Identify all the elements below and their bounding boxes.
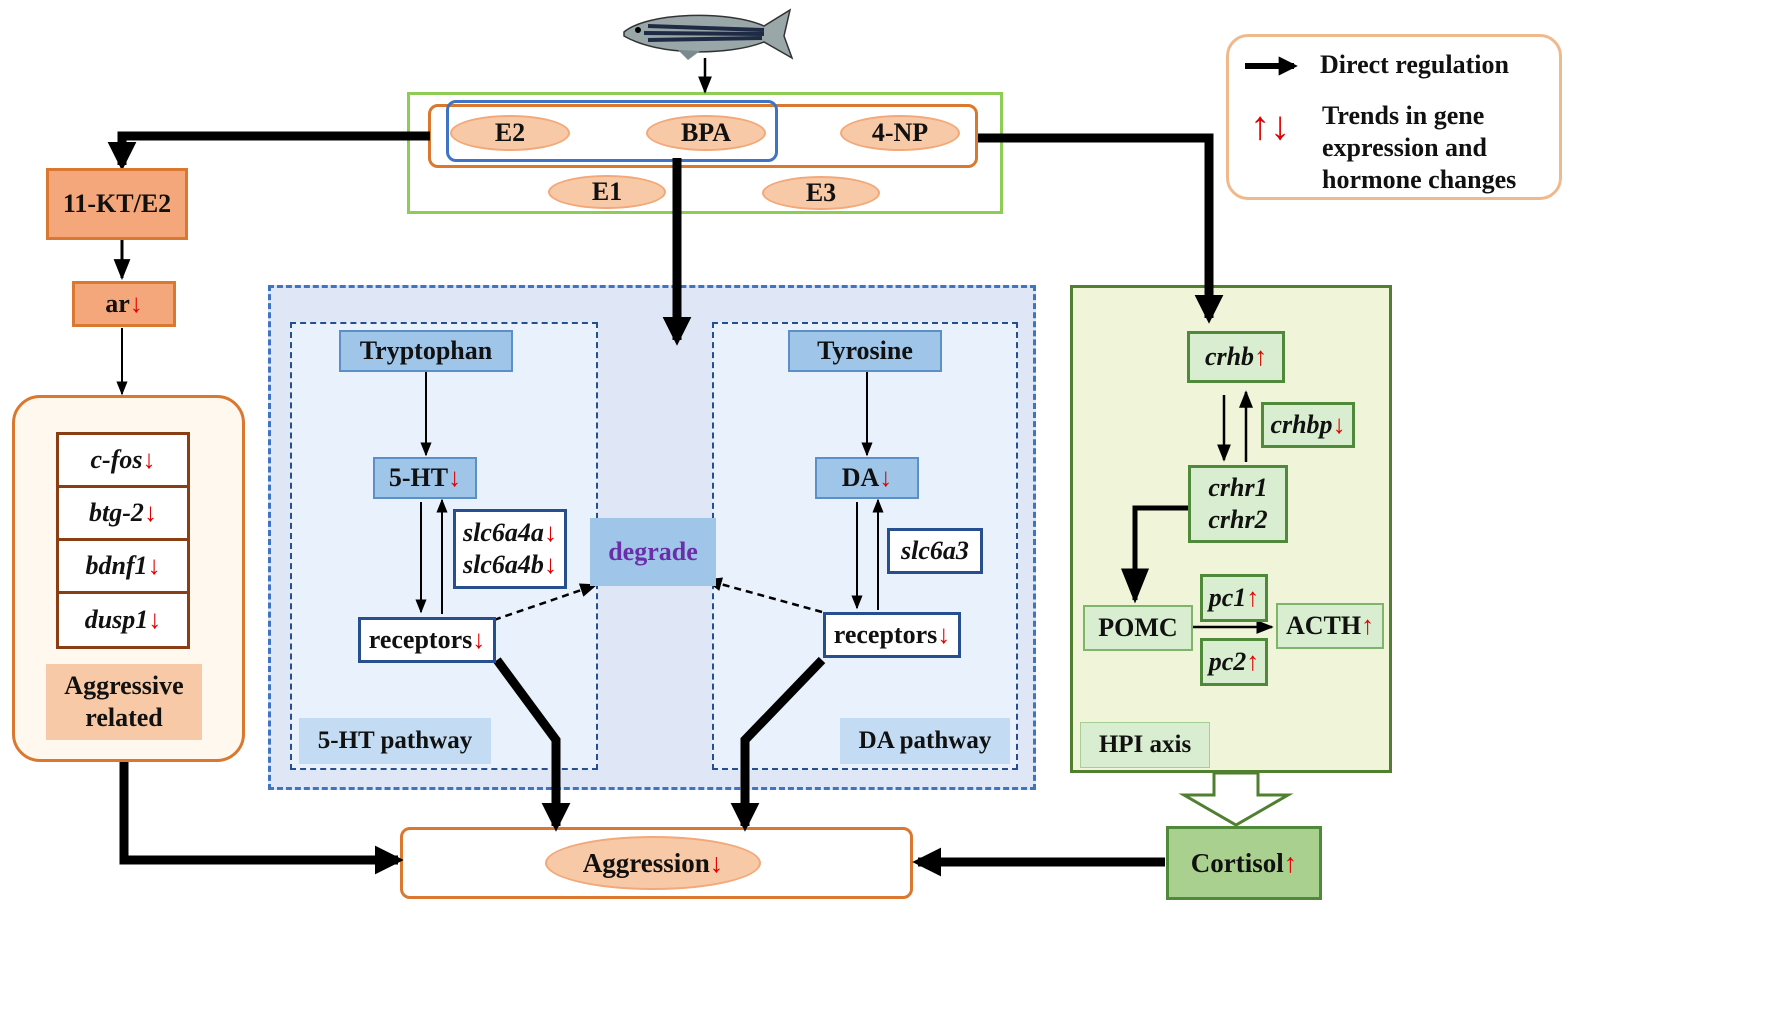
pc2-label: pc2 bbox=[1208, 647, 1247, 676]
aggressive-gene-list: c-fos ↓ btg-2 ↓ bdnf1 ↓ dusp1 ↓ bbox=[56, 432, 190, 649]
da-label: DA bbox=[841, 463, 880, 492]
5ht-label: 5-HT bbox=[388, 463, 449, 492]
ar-gene-box: ar ↓ bbox=[72, 281, 176, 327]
hormone-e1: E1 bbox=[548, 175, 666, 209]
hormone-4np: 4-NP bbox=[840, 115, 960, 151]
gene-c-fos: c-fos ↓ bbox=[56, 432, 190, 488]
gene-label: dusp1 bbox=[84, 605, 149, 634]
up-arrow-icon: ↑ bbox=[1246, 583, 1260, 612]
kt-e2-ratio-box: 11-KT/E2 bbox=[46, 168, 188, 240]
crhbp-box: crhbp ↓ bbox=[1261, 402, 1355, 448]
down-arrow-icon: ↓ bbox=[448, 463, 462, 492]
legend-trends-line1: Trends in gene bbox=[1322, 101, 1485, 130]
zebrafish-icon bbox=[623, 8, 794, 60]
down-arrow-icon: ↓ bbox=[543, 518, 557, 547]
aggressive-related-label: Aggressive related bbox=[46, 664, 202, 740]
5ht-box: 5-HT ↓ bbox=[373, 457, 477, 499]
pomc-box: POMC bbox=[1083, 605, 1193, 651]
hormone-e3: E3 bbox=[762, 176, 880, 210]
slc6a3-label: slc6a3 bbox=[901, 536, 969, 565]
down-arrow-icon: ↓ bbox=[709, 847, 724, 878]
down-arrow-icon: ↓ bbox=[129, 289, 143, 318]
cortisol-box: Cortisol ↑ bbox=[1166, 826, 1322, 900]
down-arrow-icon: ↓ bbox=[879, 463, 893, 492]
hormone-bpa: BPA bbox=[646, 115, 766, 151]
acth-label: ACTH bbox=[1285, 611, 1362, 640]
aggressive-related-line2: related bbox=[85, 703, 163, 732]
up-arrow-icon: ↑ bbox=[1361, 611, 1375, 640]
gene-dusp1: dusp1 ↓ bbox=[56, 594, 190, 649]
down-arrow-icon: ↓ bbox=[143, 498, 157, 527]
crhr2-label: crhr2 bbox=[1208, 505, 1268, 534]
gene-label: c-fos bbox=[90, 445, 143, 474]
crhb-label: crhb bbox=[1204, 342, 1255, 371]
crhb-box: crhb ↑ bbox=[1187, 331, 1285, 383]
pc1-box: pc1 ↑ bbox=[1200, 574, 1268, 622]
gene-label: bdnf1 bbox=[85, 551, 148, 580]
down-arrow-icon: ↓ bbox=[543, 550, 557, 579]
receptors-label: receptors bbox=[833, 620, 938, 649]
gene-label: btg-2 bbox=[89, 498, 144, 527]
legend-box bbox=[1226, 34, 1562, 200]
gene-bdnf1: bdnf1 ↓ bbox=[56, 541, 190, 594]
gene-label: slc6a4a bbox=[463, 518, 544, 547]
ar-label: ar bbox=[105, 289, 130, 318]
receptors-label: receptors bbox=[368, 625, 473, 654]
da-box: DA ↓ bbox=[815, 457, 919, 499]
slc6a4b-row: slc6a4b↓ bbox=[463, 549, 557, 581]
pc2-box: pc2 ↑ bbox=[1200, 638, 1268, 686]
slc6a4a-row: slc6a4a↓ bbox=[463, 517, 557, 549]
tryptophan-box: Tryptophan bbox=[339, 330, 513, 372]
serotonin-transporter-box: slc6a4a↓ slc6a4b↓ bbox=[453, 509, 567, 589]
crh-receptors-box: crhr1 crhr2 bbox=[1188, 465, 1288, 543]
e2-bpa-group-frame bbox=[446, 100, 778, 162]
tyrosine-box: Tyrosine bbox=[788, 330, 942, 372]
down-arrow-icon: ↓ bbox=[147, 551, 161, 580]
down-arrow-icon: ↓ bbox=[1332, 410, 1346, 439]
dopamine-transporter-box: slc6a3 bbox=[887, 528, 983, 574]
up-arrow-icon: ↑ bbox=[1283, 847, 1298, 878]
hormone-e2: E2 bbox=[450, 115, 570, 151]
legend-trends-line2: expression and bbox=[1322, 133, 1487, 162]
legend-direct-regulation: Direct regulation bbox=[1320, 50, 1509, 79]
aggressive-related-line1: Aggressive bbox=[64, 671, 184, 700]
up-arrow-icon: ↑ bbox=[1254, 342, 1268, 371]
down-arrow-icon: ↓ bbox=[472, 625, 486, 654]
aggression-label: Aggression bbox=[582, 847, 710, 878]
up-arrow-icon: ↑ bbox=[1246, 647, 1260, 676]
down-arrow-icon: ↓ bbox=[937, 620, 951, 649]
acth-box: ACTH ↑ bbox=[1276, 603, 1384, 649]
legend-trends-text: Trends in gene expression and hormone ch… bbox=[1322, 100, 1516, 196]
crhr1-label: crhr1 bbox=[1208, 473, 1268, 502]
hpi-axis-label: HPI axis bbox=[1080, 722, 1210, 768]
pc1-label: pc1 bbox=[1208, 583, 1247, 612]
legend-trend-arrows-icon: ↑↓ bbox=[1250, 103, 1290, 148]
crhbp-label: crhbp bbox=[1270, 410, 1333, 439]
legend-trends-line3: hormone changes bbox=[1322, 165, 1517, 194]
5ht-receptors-box: receptors ↓ bbox=[358, 617, 496, 663]
degrade-box: degrade bbox=[590, 518, 716, 586]
cortisol-label: Cortisol bbox=[1190, 847, 1284, 878]
down-arrow-icon: ↓ bbox=[142, 445, 156, 474]
gene-label: slc6a4b bbox=[463, 550, 544, 579]
5ht-pathway-label: 5-HT pathway bbox=[299, 718, 491, 764]
aggression-ellipse: Aggression ↓ bbox=[545, 836, 761, 890]
gene-btg-2: btg-2 ↓ bbox=[56, 488, 190, 541]
down-arrow-icon: ↓ bbox=[148, 605, 162, 634]
da-receptors-box: receptors ↓ bbox=[823, 612, 961, 658]
da-pathway-label: DA pathway bbox=[840, 718, 1010, 764]
